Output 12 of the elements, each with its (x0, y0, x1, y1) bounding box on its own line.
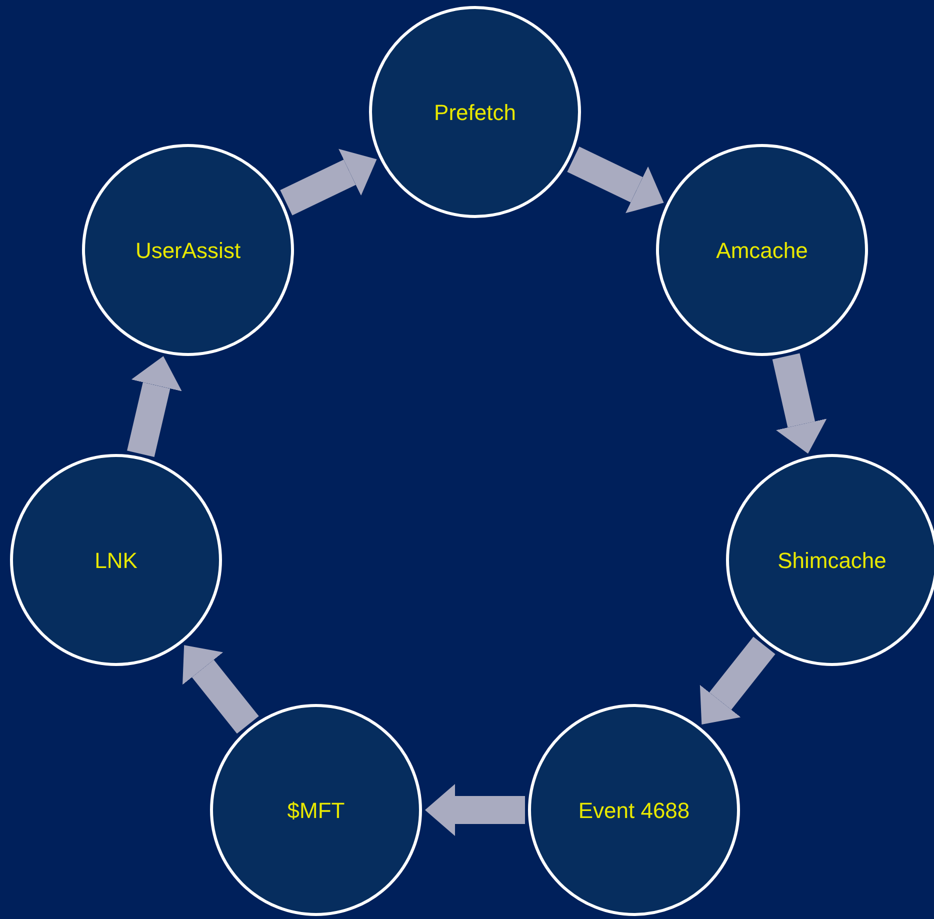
block-arrow (280, 148, 377, 216)
node-label: LNK (94, 546, 138, 574)
block-arrow (700, 636, 776, 725)
node-label: $MFT (287, 796, 345, 824)
block-arrow (182, 645, 259, 734)
node-label: Event 4688 (578, 796, 690, 824)
node-label: Shimcache (778, 546, 886, 574)
node-label: Amcache (716, 236, 808, 264)
node-label: Prefetch (434, 98, 516, 126)
block-arrow (425, 784, 525, 836)
block-arrow (567, 146, 664, 214)
node-label: UserAssist (135, 236, 241, 264)
